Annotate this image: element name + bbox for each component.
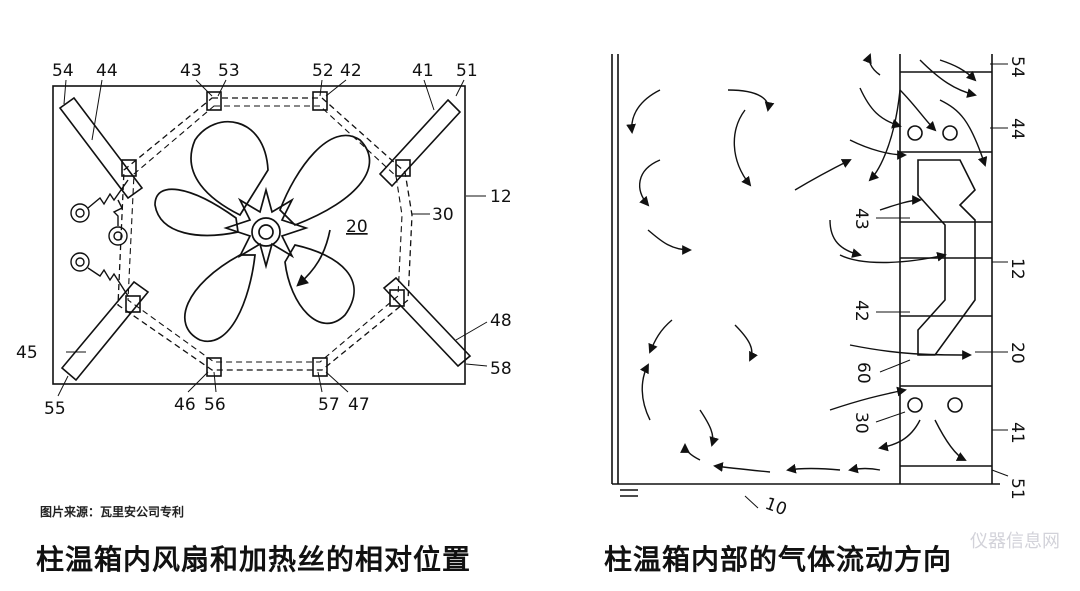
label: 47 (348, 395, 370, 415)
fan-hub-star (223, 186, 309, 270)
support-bar-45 (60, 280, 150, 382)
leader-lines (57, 79, 488, 397)
terminal-wire (112, 199, 123, 226)
terminal (75, 257, 85, 267)
fan-blade (154, 188, 239, 237)
label: 55 (44, 399, 66, 419)
label: 46 (174, 395, 196, 415)
clip-44 (121, 159, 137, 177)
label: 44 (96, 61, 118, 81)
label: 41 (412, 61, 434, 81)
oven-frame-left (52, 85, 466, 385)
clip-48 (389, 289, 405, 307)
terminal (113, 231, 123, 241)
label: 44 (1007, 118, 1027, 140)
label: 30 (851, 412, 871, 434)
label: 56 (204, 395, 226, 415)
label: 60 (853, 362, 873, 384)
label: 52 (312, 61, 334, 81)
terminal (907, 397, 923, 413)
label: 20 (1007, 342, 1027, 364)
fan-hub-center (258, 224, 274, 240)
label: 54 (1007, 56, 1027, 78)
label: 53 (218, 61, 240, 81)
label: 42 (340, 61, 362, 81)
label: 42 (851, 300, 871, 322)
fan (154, 120, 371, 343)
label: 10 (762, 494, 789, 520)
terminal-wire (87, 267, 129, 297)
label: 20 (346, 217, 368, 237)
left-diagram (52, 79, 488, 397)
label: 48 (490, 311, 512, 331)
terminal (70, 203, 90, 223)
fan-blade (279, 134, 371, 226)
support-bar-48 (382, 276, 472, 368)
label: 12 (490, 187, 512, 207)
label: 41 (1007, 422, 1027, 444)
right-diagram (611, 53, 1009, 509)
label: 30 (432, 205, 454, 225)
right-labels: 54 44 43 12 42 20 60 30 41 51 10 (762, 56, 1027, 520)
label: 51 (1007, 478, 1027, 500)
label: 12 (1007, 258, 1027, 280)
terminal (942, 125, 958, 141)
rotation-arrow (296, 229, 331, 287)
fan-blade (183, 254, 256, 343)
label: 45 (16, 343, 38, 363)
source-caption: 图片来源：瓦里安公司专利 (40, 505, 185, 519)
fan-blade (190, 120, 269, 217)
title-right: 柱温箱内部的气体流动方向 (604, 543, 953, 576)
label: 43 (851, 208, 871, 230)
fan-hub (251, 217, 281, 247)
label: 51 (456, 61, 478, 81)
label: 43 (180, 61, 202, 81)
label: 54 (52, 61, 74, 81)
support-bar-41 (378, 98, 462, 188)
heater-wire-path-inner (127, 105, 403, 363)
fan-blade (284, 244, 355, 325)
support-bar-44 (58, 96, 144, 200)
clip-43 (206, 91, 222, 111)
clip-57 (312, 357, 328, 377)
terminal (75, 208, 85, 218)
terminal-wire (87, 179, 129, 209)
clip-41 (395, 159, 411, 177)
airflow-arrows (626, 53, 988, 474)
heater-supports (58, 91, 472, 382)
terminal (907, 125, 923, 141)
terminals (70, 179, 129, 297)
title-left: 柱温箱内风扇和加热丝的相对位置 (36, 543, 472, 576)
label: 57 (318, 395, 340, 415)
watermark: 仪器信息网 (970, 531, 1060, 552)
terminal (108, 226, 128, 246)
label: 58 (490, 359, 512, 379)
terminal (947, 397, 963, 413)
clip-45 (125, 295, 141, 313)
terminal (70, 252, 90, 272)
left-labels: 54 44 43 53 52 42 41 51 12 30 20 48 58 4… (16, 61, 512, 419)
heater-wire-path (117, 97, 413, 371)
